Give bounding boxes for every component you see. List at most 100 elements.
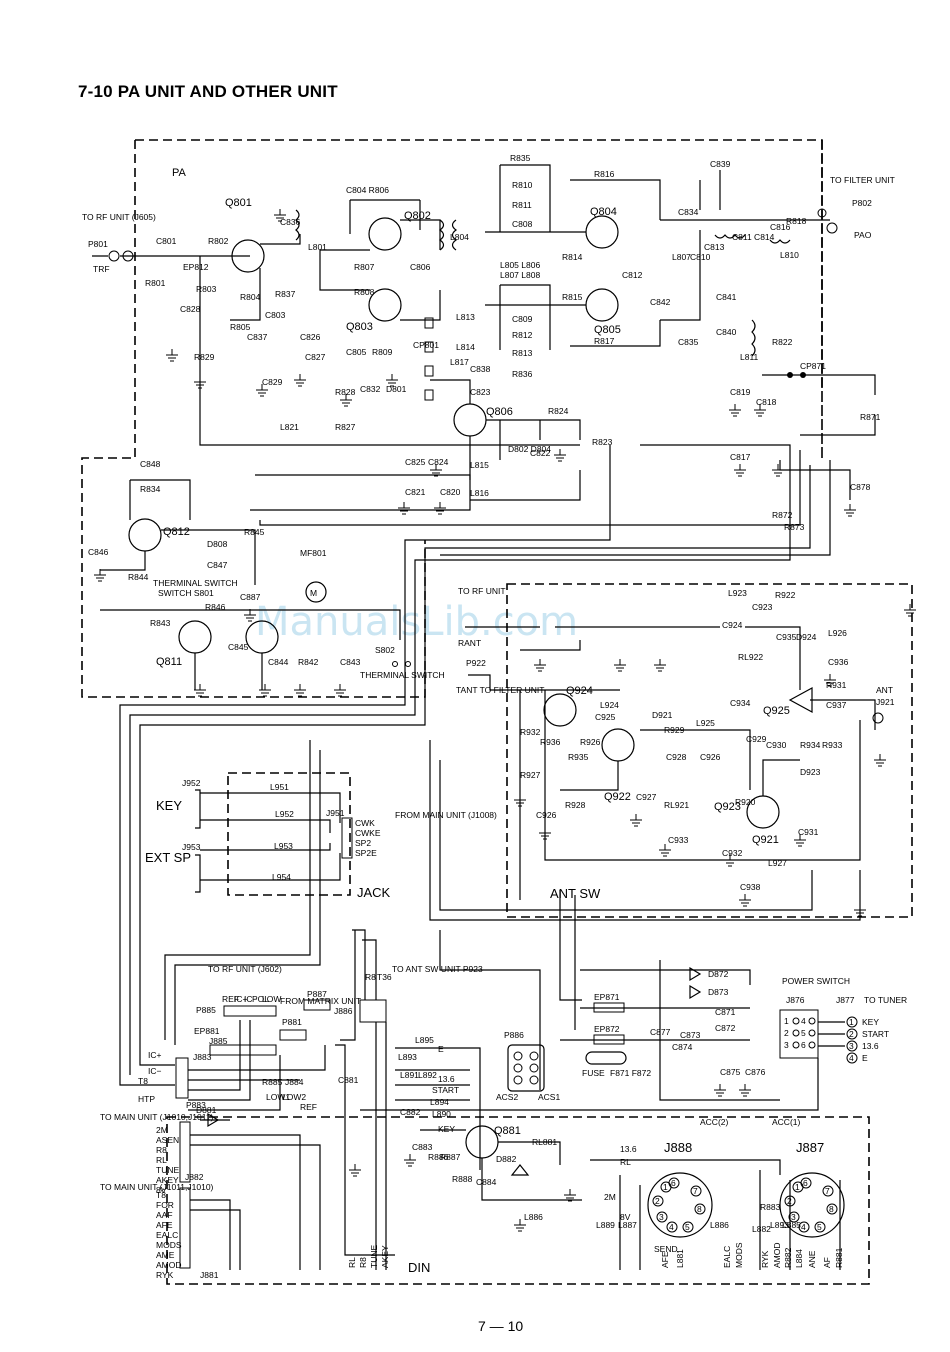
svg-text:RL922: RL922 bbox=[738, 652, 763, 662]
svg-text:R845: R845 bbox=[244, 527, 265, 537]
svg-text:L815: L815 bbox=[470, 460, 489, 470]
svg-text:J883: J883 bbox=[193, 1052, 212, 1062]
q806-transistor bbox=[453, 403, 487, 437]
svg-text:C872: C872 bbox=[715, 1023, 736, 1033]
j877-pin-label-key: KEY bbox=[862, 1017, 879, 1027]
svg-text:8V: 8V bbox=[620, 1212, 631, 1222]
q802-label: Q802 bbox=[404, 210, 431, 222]
svg-text:C839: C839 bbox=[710, 159, 731, 169]
svg-text:L816: L816 bbox=[470, 488, 489, 498]
svg-text:R936: R936 bbox=[540, 737, 561, 747]
j887-pin-label-6: 6 bbox=[803, 1178, 808, 1188]
jack-unit-label: JACK bbox=[357, 885, 391, 900]
svg-text:R888: R888 bbox=[452, 1174, 473, 1184]
svg-text:R871: R871 bbox=[860, 412, 881, 422]
svg-text:C846: C846 bbox=[88, 547, 109, 557]
svg-text:L891: L891 bbox=[400, 1070, 419, 1080]
q812-transistor bbox=[128, 518, 162, 552]
j876-contact bbox=[792, 1017, 800, 1025]
q922-label: Q922 bbox=[604, 791, 631, 803]
j888-pin-8 bbox=[694, 1203, 706, 1215]
svg-text:L951: L951 bbox=[270, 782, 289, 792]
din-pin-r8: R8 bbox=[358, 1257, 368, 1268]
svg-text:RL921: RL921 bbox=[664, 800, 689, 810]
q801-label: Q801 bbox=[225, 197, 252, 209]
svg-text:R843: R843 bbox=[150, 618, 171, 628]
svg-text:R933: R933 bbox=[822, 740, 843, 750]
svg-text:R804: R804 bbox=[240, 292, 261, 302]
to-rf-unit-j602-note: TO RF UNIT (J602) bbox=[208, 964, 282, 974]
ground-symbol bbox=[739, 1084, 751, 1097]
svg-text:C805: C805 bbox=[346, 347, 367, 357]
j877-pin-2 bbox=[846, 1028, 858, 1040]
ic-minus-label: IC− bbox=[148, 1066, 162, 1076]
svg-text:C838: C838 bbox=[470, 364, 491, 374]
ground-symbol bbox=[404, 1154, 416, 1167]
j888-pin-label-6: 6 bbox=[671, 1178, 676, 1188]
svg-text:R836: R836 bbox=[512, 369, 533, 379]
svg-text:RL: RL bbox=[620, 1157, 631, 1167]
svg-text:P885: P885 bbox=[196, 1005, 216, 1015]
svg-text:L953: L953 bbox=[274, 841, 293, 851]
svg-text:J881: J881 bbox=[200, 1270, 219, 1280]
svg-text:C834: C834 bbox=[678, 207, 699, 217]
svg-text:C937: C937 bbox=[826, 700, 847, 710]
svg-text:C813: C813 bbox=[704, 242, 725, 252]
j877-pin-number: 2 bbox=[849, 1029, 854, 1039]
svg-text:C809: C809 bbox=[512, 314, 533, 324]
svg-text:R922: R922 bbox=[775, 590, 796, 600]
svg-text:P886: P886 bbox=[504, 1030, 524, 1040]
svg-text:D801: D801 bbox=[386, 384, 407, 394]
ext-sp-label: EXT SP bbox=[145, 850, 191, 865]
svg-text:C884: C884 bbox=[476, 1177, 497, 1187]
svg-text:R8: R8 bbox=[365, 972, 376, 982]
ic-plus-label: IC+ bbox=[148, 1050, 162, 1060]
svg-text:EP872: EP872 bbox=[594, 1024, 620, 1034]
main-pin-aaf: AAF bbox=[156, 1210, 173, 1220]
sp2-pin: SP2 bbox=[355, 838, 371, 848]
svg-text:LOW2: LOW2 bbox=[282, 1092, 306, 1102]
j876-contact bbox=[808, 1041, 816, 1049]
svg-text:L814: L814 bbox=[456, 342, 475, 352]
q921-transistor bbox=[746, 795, 780, 829]
j887-pin-8 bbox=[826, 1203, 838, 1215]
cwke-pin: CWKE bbox=[355, 828, 381, 838]
ground-symbol bbox=[274, 209, 286, 222]
j877-pin-number: 3 bbox=[849, 1041, 854, 1051]
q921-label: Q921 bbox=[752, 834, 779, 846]
q925-label: Q925 bbox=[763, 705, 790, 717]
j876-contact bbox=[808, 1029, 816, 1037]
j876-contact bbox=[792, 1041, 800, 1049]
svg-text:L889: L889 bbox=[596, 1220, 615, 1230]
svg-text:J952: J952 bbox=[182, 778, 201, 788]
ground-symbol bbox=[166, 349, 178, 362]
main-pin-r8: R8 bbox=[156, 1145, 167, 1155]
page-number: 7 — 10 bbox=[478, 1318, 524, 1334]
svg-text:R885: R885 bbox=[262, 1077, 283, 1087]
svg-text:C882: C882 bbox=[400, 1107, 421, 1117]
svg-text:M: M bbox=[310, 588, 317, 598]
svg-text:J886: J886 bbox=[334, 1006, 353, 1016]
svg-text:C835: C835 bbox=[678, 337, 699, 347]
ground-symbol bbox=[554, 449, 566, 462]
svg-text:L954: L954 bbox=[272, 872, 291, 882]
din-pin-rl: RL bbox=[347, 1257, 357, 1268]
svg-text:R926: R926 bbox=[580, 737, 601, 747]
din-pin-akey: AKEY bbox=[380, 1245, 390, 1268]
svg-text:R816: R816 bbox=[594, 169, 615, 179]
main-pin-t8: T8 bbox=[156, 1190, 166, 1200]
svg-text:IC−: IC− bbox=[244, 994, 258, 1004]
svg-text:C818: C818 bbox=[756, 397, 777, 407]
ground-symbol bbox=[430, 464, 442, 477]
svg-text:C845: C845 bbox=[228, 642, 249, 652]
ground-symbol bbox=[294, 684, 306, 697]
jack-unit-outline bbox=[227, 772, 351, 896]
ground-symbol bbox=[564, 1189, 576, 1202]
din-pin-r881: R881 bbox=[834, 1247, 844, 1268]
svg-text:R824: R824 bbox=[548, 406, 569, 416]
svg-text:SWITCH S801: SWITCH S801 bbox=[158, 588, 214, 598]
svg-text:EP871: EP871 bbox=[594, 992, 620, 1002]
svg-text:C806: C806 bbox=[410, 262, 431, 272]
main-pin-ryk: RYK bbox=[156, 1270, 174, 1280]
